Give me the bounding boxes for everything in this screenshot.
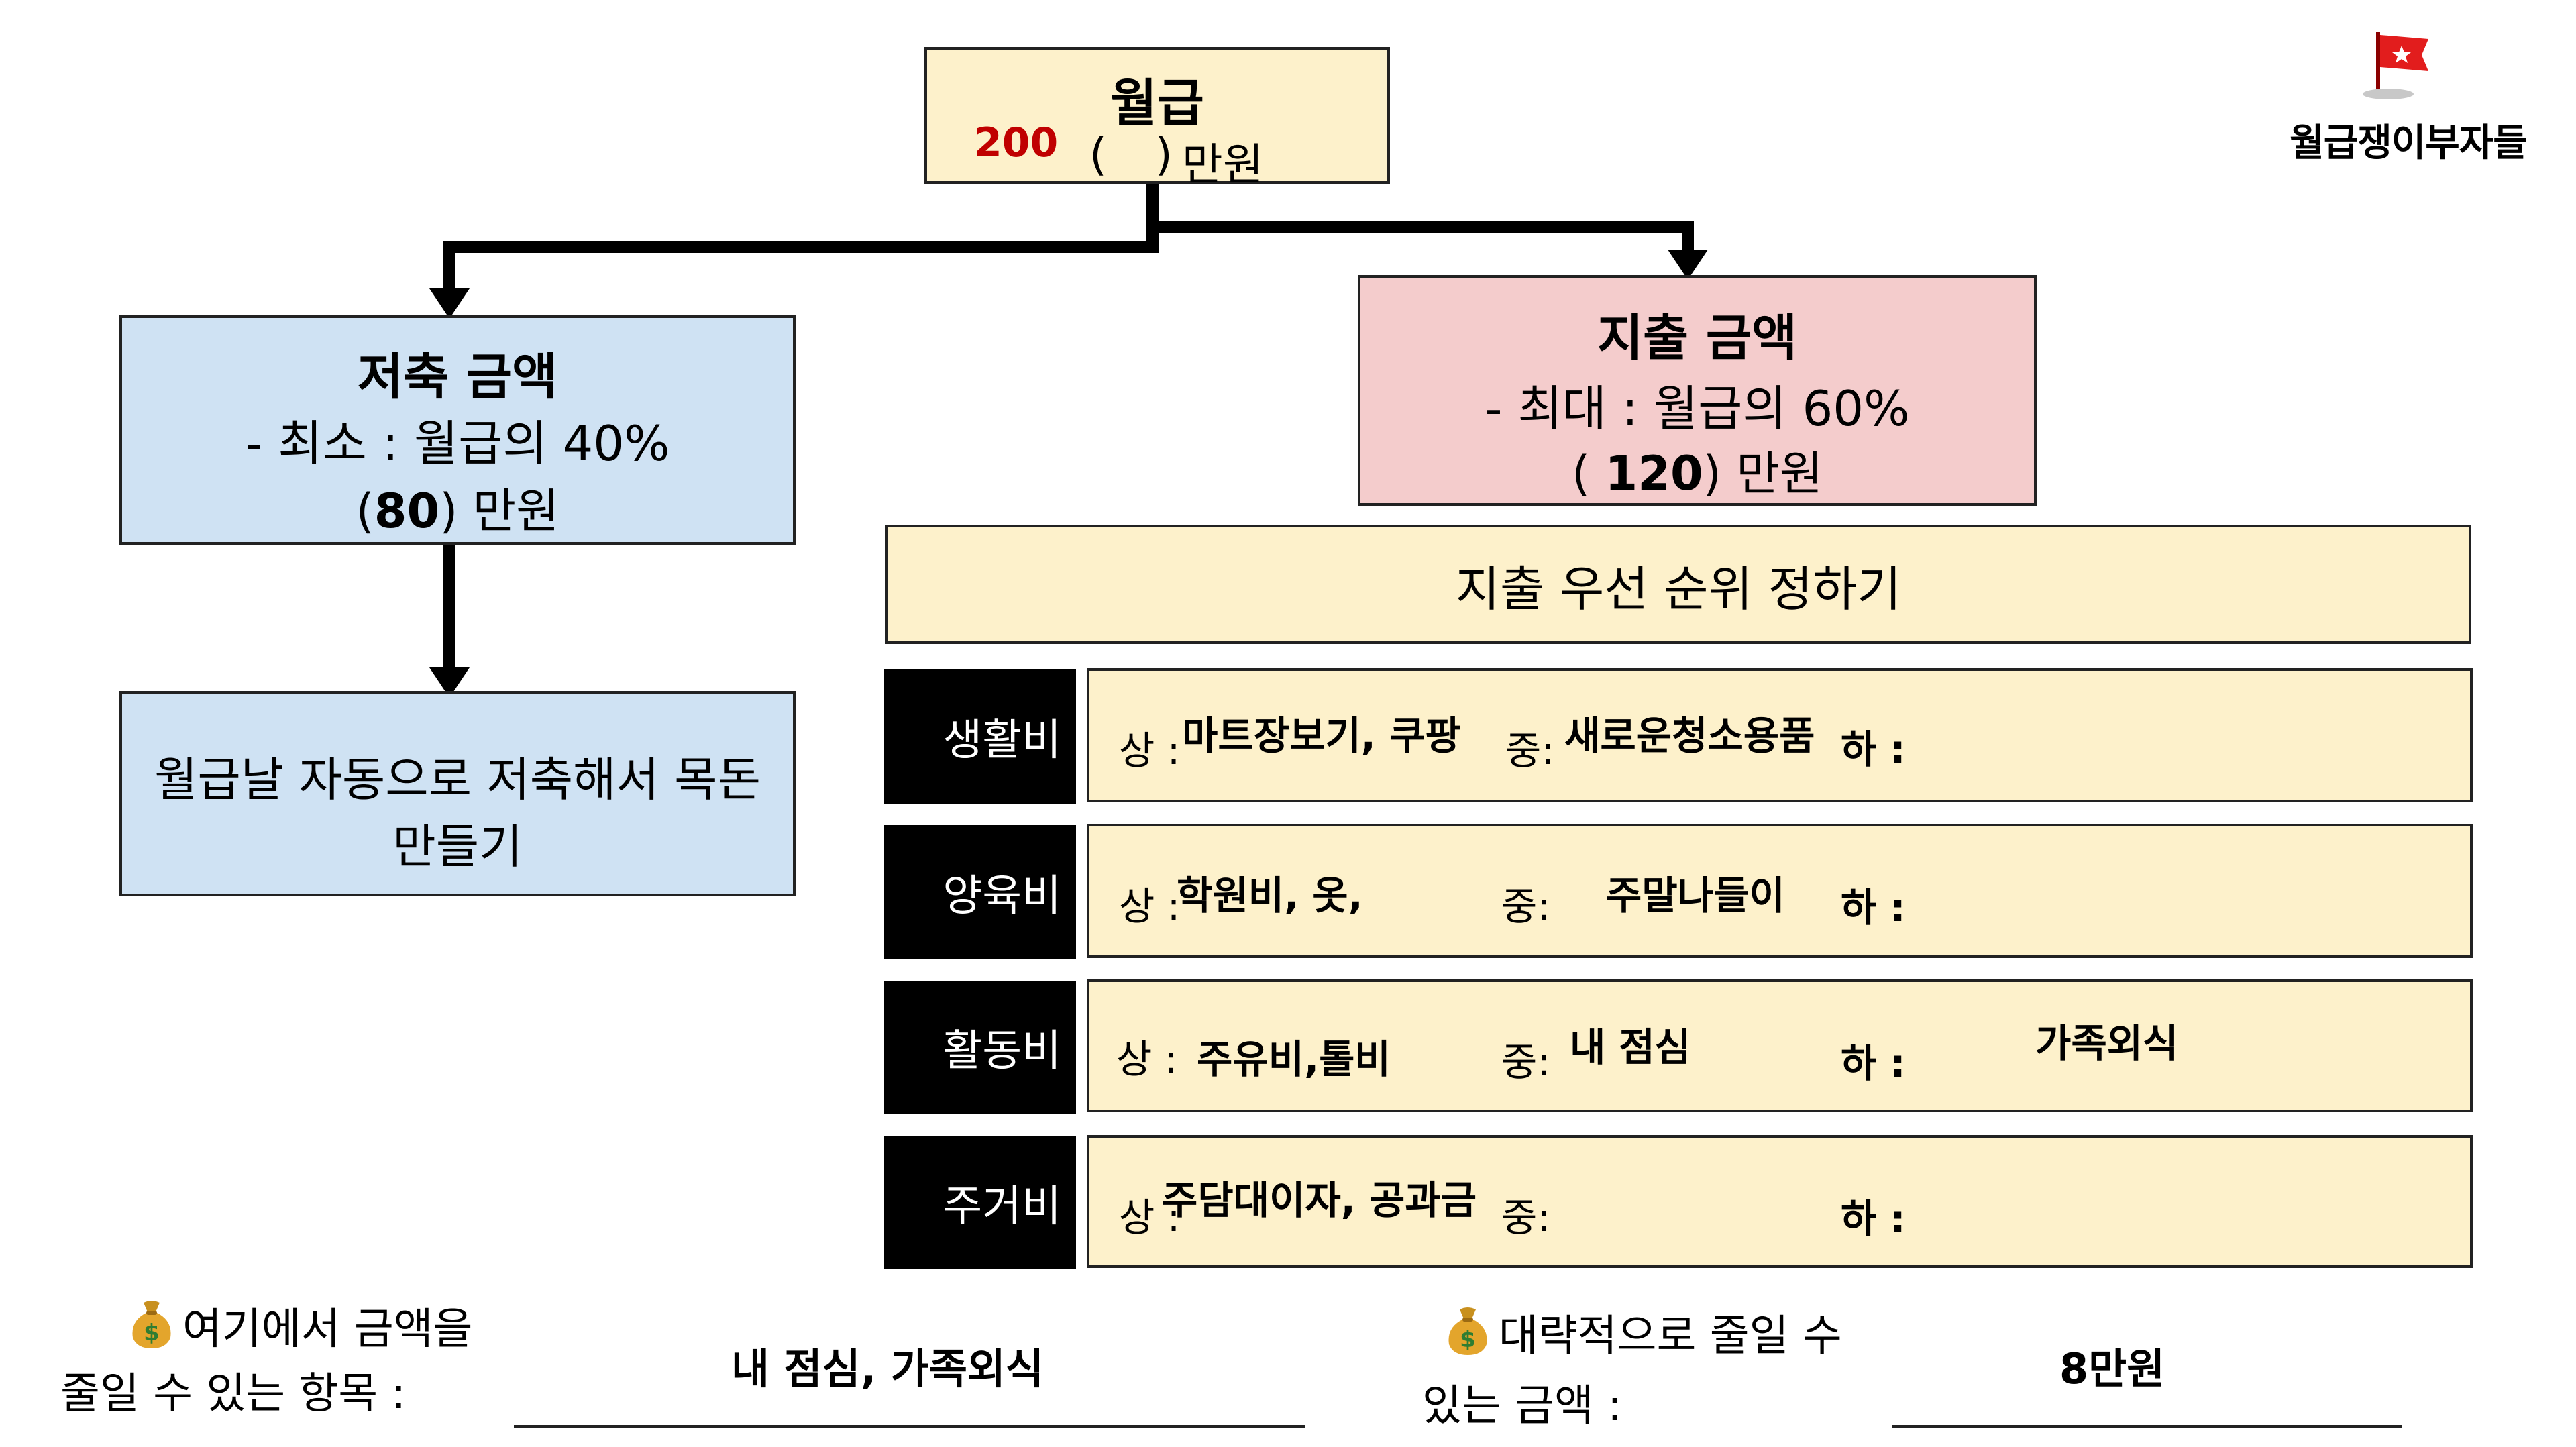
value-high: 마트장보기, 쿠팡 bbox=[1182, 713, 1461, 759]
reduce-amount-label-line1: 대략적으로 줄일 수 bbox=[1499, 1311, 1842, 1361]
priority-header: 지출 우선 순위 정하기 bbox=[885, 525, 2471, 644]
tag-low: 하 : bbox=[1841, 1196, 1906, 1242]
row-box-living: 상 : 마트장보기, 쿠팡 중: 새로운청소용품 하 : bbox=[1087, 668, 2473, 802]
tag-mid: 중: bbox=[1501, 883, 1550, 929]
row-label-activity: 활동비 bbox=[884, 981, 1076, 1114]
value-high: 학원비, 옷, bbox=[1177, 873, 1363, 918]
row-label-housing: 주거비 bbox=[884, 1136, 1076, 1269]
tag-high: 상 : bbox=[1119, 883, 1181, 929]
tag-mid: 중: bbox=[1505, 728, 1554, 773]
savings-title: 저축 금액 bbox=[357, 348, 558, 406]
tag-low: 하 : bbox=[1841, 885, 1906, 930]
reduce-amount-label-line2: 있는 금액 : bbox=[1422, 1381, 1622, 1431]
connector-salary-to-savings bbox=[429, 182, 1159, 319]
row-box-activity: 상 : 주유비,톨비 중: 내 점심 하 : 가족외식 bbox=[1087, 979, 2473, 1112]
salary-amount: 200 bbox=[974, 119, 1059, 166]
reduce-items-underline bbox=[514, 1425, 1305, 1428]
tag-high: 상 : bbox=[1119, 728, 1181, 773]
tag-high: 상 : bbox=[1119, 1195, 1181, 1240]
salary-paren-open: ( bbox=[1089, 129, 1107, 180]
savings-amount: 80 bbox=[374, 484, 440, 539]
salary-paren-close: ) bbox=[1155, 129, 1173, 180]
tag-low: 하 : bbox=[1841, 727, 1906, 772]
logo: 월급쟁이부자들 bbox=[2261, 27, 2556, 168]
value-low: 가족외식 bbox=[2035, 1020, 2179, 1066]
reduce-items-value: 내 점심, 가족외식 bbox=[731, 1344, 1044, 1393]
money-bag-icon: $ bbox=[127, 1299, 176, 1350]
connector-salary-to-spending bbox=[1146, 182, 1708, 280]
spending-unit: 만원 bbox=[1736, 446, 1823, 501]
reduce-amount-label: $ 대략적으로 줄일 수 있는 금액 : bbox=[1422, 1301, 1932, 1436]
reduce-amount-underline bbox=[1892, 1425, 2402, 1428]
savings-unit: 만원 bbox=[472, 484, 559, 539]
flag-icon bbox=[2363, 32, 2428, 99]
savings-paren-close: ) bbox=[439, 484, 458, 539]
savings-plan-line2: 만들기 bbox=[392, 819, 523, 874]
value-mid: 주말나들이 bbox=[1606, 873, 1785, 918]
tag-high: 상 : bbox=[1116, 1036, 1178, 1082]
spending-amount-line: ( 120) 만원 bbox=[1360, 436, 2034, 504]
row-label-childcare: 양육비 bbox=[884, 825, 1076, 959]
svg-text:$: $ bbox=[1460, 1326, 1476, 1353]
spending-paren-open: ( bbox=[1571, 446, 1591, 501]
spending-title: 지출 금액 bbox=[1597, 309, 1798, 367]
reduce-items-label-line2: 줄일 수 있는 항목 : bbox=[60, 1369, 407, 1419]
money-bag-icon: $ bbox=[1444, 1305, 1492, 1356]
salary-unit: 만원 bbox=[1182, 139, 1264, 191]
tag-mid: 중: bbox=[1501, 1039, 1550, 1085]
spending-amount: 120 bbox=[1605, 446, 1703, 501]
savings-plan-box: 월급날 자동으로 저축해서 목돈 만들기 bbox=[119, 691, 796, 896]
spending-paren-close: ) bbox=[1703, 446, 1721, 501]
tag-low: 하 : bbox=[1841, 1040, 1906, 1086]
reduce-items-label: $ 여기에서 금액을 줄일 수 있는 항목 : bbox=[60, 1295, 530, 1429]
reduce-amount-value: 8만원 bbox=[2059, 1344, 2165, 1393]
priority-header-text: 지출 우선 순위 정하기 bbox=[1455, 560, 1902, 617]
tag-mid: 중: bbox=[1501, 1195, 1550, 1240]
value-high: 주유비,톨비 bbox=[1197, 1036, 1391, 1082]
savings-plan-line1: 월급날 자동으로 저축해서 목돈 bbox=[154, 752, 761, 807]
row-box-childcare: 상 : 학원비, 옷, 중: 주말나들이 하 : bbox=[1087, 824, 2473, 958]
logo-text: 월급쟁이부자들 bbox=[2290, 121, 2528, 165]
row-box-housing: 상 : 주담대이자, 공과금 중: 하 : bbox=[1087, 1135, 2473, 1268]
savings-amount-line: (80) 만원 bbox=[122, 474, 793, 541]
savings-rule: - 최소 : 월급의 40% bbox=[245, 415, 670, 472]
svg-text:$: $ bbox=[144, 1320, 160, 1346]
savings-box: 저축 금액 - 최소 : 월급의 40% (80) 만원 bbox=[119, 315, 796, 545]
salary-title: 월급 bbox=[1110, 73, 1204, 133]
connector-savings-to-plan bbox=[429, 545, 470, 698]
spending-rule: - 최대 : 월급의 60% bbox=[1485, 380, 1910, 437]
spending-box: 지출 금액 - 최대 : 월급의 60% ( 120) 만원 bbox=[1358, 275, 2037, 506]
savings-paren-open: ( bbox=[356, 484, 374, 539]
value-mid: 새로운청소용품 bbox=[1564, 713, 1815, 759]
value-mid: 내 점심 bbox=[1570, 1024, 1691, 1070]
reduce-items-label-line1: 여기에서 금액을 bbox=[182, 1305, 473, 1354]
row-label-living: 생활비 bbox=[884, 669, 1076, 804]
salary-box: 월급 200 ( ) 만원 bbox=[924, 47, 1390, 191]
value-high: 주담대이자, 공과금 bbox=[1162, 1177, 1477, 1223]
